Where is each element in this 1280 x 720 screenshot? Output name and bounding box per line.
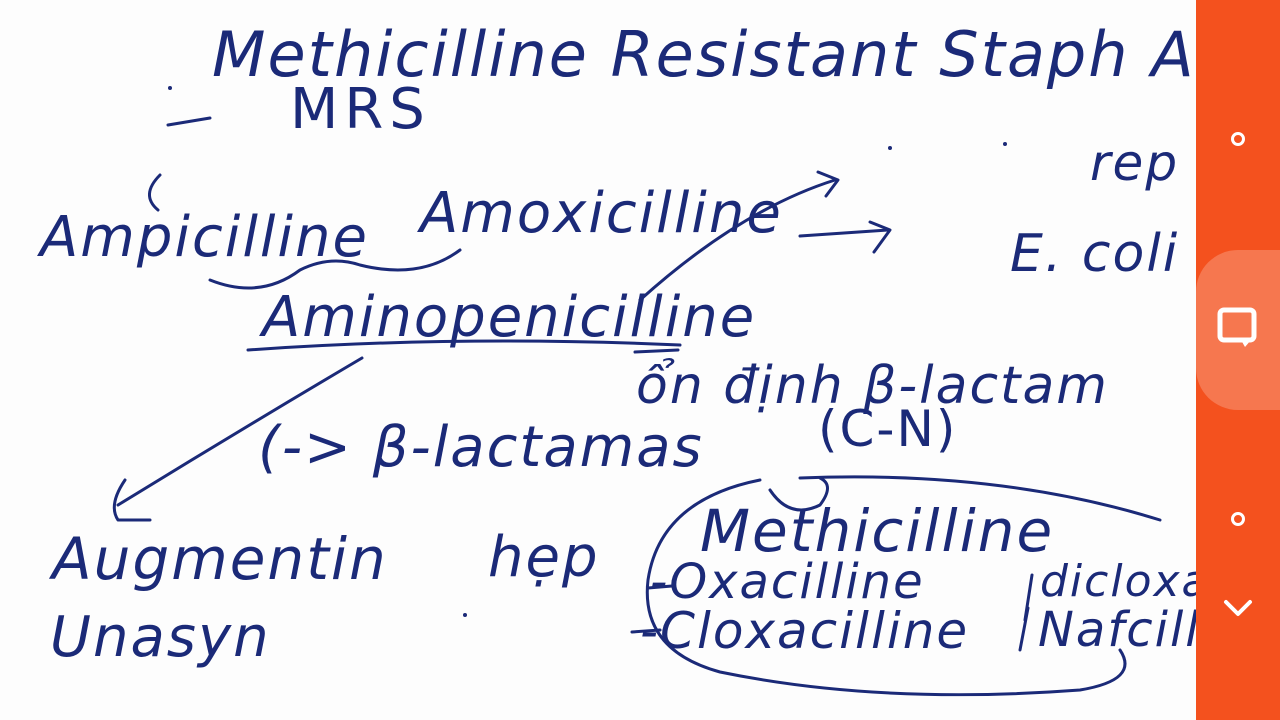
beta-lactamas-label: (-> β-lactamas — [258, 415, 704, 480]
ecoli-label: E. coli — [1010, 224, 1180, 284]
on-dinh-label: ổn định β-lactam — [636, 356, 1109, 416]
whiteboard-canvas: Methicilline Resistant Staph Aur MRS rep… — [40, 18, 1196, 697]
ink-strokes — [112, 86, 1162, 697]
chevron-down-icon — [1222, 597, 1254, 623]
active-highlight — [1196, 250, 1280, 410]
ampicilline-label: Ampicilline — [40, 205, 369, 270]
hep-label: hẹp — [488, 525, 600, 590]
aminopenicilline-label: Aminopenicilline — [262, 285, 757, 350]
title-handwriting: Methicilline Resistant Staph Aur — [212, 18, 1196, 91]
nafcill-label: Nafcill — [1038, 602, 1196, 658]
circle-icon — [1231, 512, 1245, 526]
chat-icon — [1215, 305, 1261, 355]
cloxacilline-label: -Cloxacilline — [640, 602, 970, 660]
amoxicilline-label: Amoxicilline — [420, 181, 783, 246]
circle-button-top[interactable] — [1196, 122, 1280, 156]
methicilline-label: Methicilline — [700, 497, 1055, 565]
chat-button[interactable] — [1196, 300, 1280, 360]
collapse-button[interactable] — [1196, 590, 1280, 630]
floating-sidebar — [1196, 0, 1280, 720]
mrs-label: MRS — [290, 77, 431, 142]
rep-label: rep — [1090, 134, 1180, 192]
unasyn-label: Unasyn — [50, 605, 271, 670]
circle-icon — [1231, 132, 1245, 146]
circle-button-bottom[interactable] — [1196, 502, 1280, 536]
dicloxac-label: dicloxac — [1040, 556, 1196, 607]
cn-label: (C-N) — [818, 400, 958, 458]
oxacilline-label: -Oxacilline — [650, 554, 925, 610]
augmentin-label: Augmentin — [52, 525, 388, 593]
